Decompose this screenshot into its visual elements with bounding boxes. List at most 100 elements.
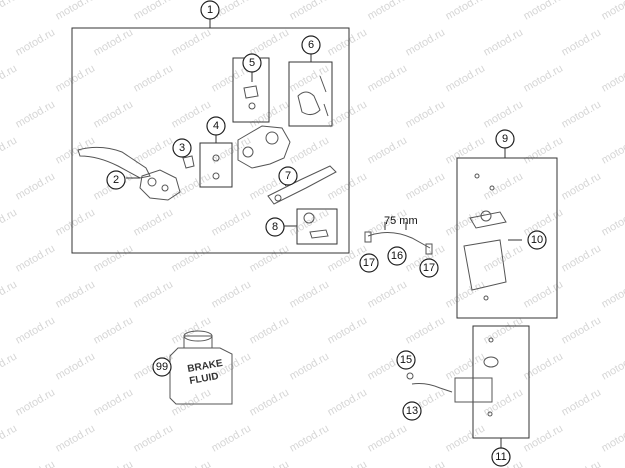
- callout-11: 11: [491, 447, 511, 467]
- watermark-text: motod.ru: [522, 278, 566, 310]
- watermark-text: motod.ru: [248, 386, 292, 418]
- reservoir-screw-b-part: [489, 185, 495, 191]
- callout-number: 4: [213, 120, 219, 132]
- callout-1: 1: [200, 0, 220, 20]
- watermark-text: motod.ru: [482, 170, 526, 202]
- watermark-text: motod.ru: [444, 278, 488, 310]
- callout-number: 2: [113, 174, 119, 186]
- watermark-text: motod.ru: [366, 134, 410, 166]
- callout-3: 3: [172, 138, 192, 158]
- watermark-text: motod.ru: [54, 0, 98, 23]
- callout-8: 8: [265, 217, 285, 237]
- kit-5-cap-part: [243, 85, 259, 99]
- watermark-text: motod.ru: [14, 170, 58, 202]
- reservoir-body-part: [463, 239, 507, 291]
- watermark-text: motod.ru: [560, 26, 604, 58]
- watermark-text: motod.ru: [92, 98, 136, 130]
- callout-circle: [278, 166, 298, 186]
- callout-15: 15: [396, 350, 416, 370]
- watermark-text: motod.ru: [210, 422, 254, 454]
- watermark-text: motod.ru: [170, 458, 214, 468]
- watermark-text: motod.ru: [288, 134, 332, 166]
- watermark-text: motod.ru: [14, 458, 58, 468]
- callout-13: 13: [402, 401, 422, 421]
- watermark-text: motod.ru: [366, 278, 410, 310]
- brake-switch-cable-part: [411, 383, 453, 393]
- watermark-text: motod.ru: [366, 0, 410, 23]
- callout-number: 6: [308, 39, 314, 51]
- kit-5-screw-part: [248, 102, 256, 110]
- reservoir-mount-part: [483, 295, 489, 301]
- kit-6-bolt-a-part: [319, 75, 327, 93]
- watermark-text: motod.ru: [0, 0, 19, 23]
- watermark-text: motod.ru: [444, 134, 488, 166]
- kit-8-cap-part: [303, 212, 315, 224]
- watermark-text: motod.ru: [326, 26, 370, 58]
- watermark-text: motod.ru: [522, 422, 566, 454]
- watermark-text: motod.ru: [54, 350, 98, 382]
- watermark-text: motod.ru: [444, 62, 488, 94]
- callout-9: 9: [495, 129, 515, 149]
- reservoir-hose-part: [367, 232, 431, 249]
- bottle-label-line-2: FLUID: [189, 371, 220, 387]
- watermark-text: motod.ru: [560, 170, 604, 202]
- callout-5: 5: [242, 53, 262, 73]
- watermark-text: motod.ru: [522, 350, 566, 382]
- watermark-text: motod.ru: [600, 278, 625, 310]
- kit-4-nut-part: [212, 172, 220, 180]
- lever-pivot-part: [139, 169, 181, 201]
- watermark-text: motod.ru: [444, 206, 488, 238]
- watermark-text: motod.ru: [248, 458, 292, 468]
- pivot-pin-part: [161, 184, 169, 192]
- watermark-text: motod.ru: [482, 98, 526, 130]
- cylinder-port-part: [242, 146, 254, 158]
- callout-circle: [359, 253, 379, 273]
- callout-number: 16: [391, 250, 403, 262]
- callout-number: 7: [285, 170, 291, 182]
- callout-number: 1: [207, 4, 213, 16]
- watermark-text: motod.ru: [288, 422, 332, 454]
- watermark-text: motod.ru: [132, 62, 176, 94]
- kit-6-clamp-part: [297, 91, 321, 116]
- watermark-text: motod.ru: [522, 134, 566, 166]
- watermark-text: motod.ru: [444, 422, 488, 454]
- watermark-text: motod.ru: [326, 386, 370, 418]
- brake-switch-part: [406, 372, 414, 380]
- watermark-text: motod.ru: [92, 242, 136, 274]
- callout-circle: [301, 35, 321, 55]
- brake-lever-part: [77, 146, 151, 179]
- watermark-text: motod.ru: [522, 0, 566, 23]
- callout-7: 7: [278, 166, 298, 186]
- callout-number: 5: [249, 57, 255, 69]
- watermark-text: motod.ru: [560, 458, 604, 468]
- callout-number: 99: [156, 361, 168, 373]
- callout-number: 3: [179, 142, 185, 154]
- watermark-text: motod.ru: [132, 206, 176, 238]
- reservoir-cap-part: [469, 211, 507, 229]
- watermark-text: motod.ru: [482, 26, 526, 58]
- watermark-text: motod.ru: [600, 134, 625, 166]
- callout-circle: [152, 357, 172, 377]
- callout-number: 9: [502, 133, 508, 145]
- watermark-text: motod.ru: [288, 350, 332, 382]
- watermark-text: motod.ru: [0, 422, 19, 454]
- watermark-text: motod.ru: [132, 0, 176, 23]
- watermark-text: motod.ru: [404, 458, 448, 468]
- watermark-text: motod.ru: [54, 278, 98, 310]
- callout-16: 16: [387, 246, 407, 266]
- watermark-text: motod.ru: [600, 62, 625, 94]
- watermark-text: motod.ru: [326, 458, 370, 468]
- assembly-9-frame: [456, 157, 558, 319]
- watermark-text: motod.ru: [0, 134, 19, 166]
- watermark-text: motod.ru: [210, 206, 254, 238]
- master-cylinder-body-part: [237, 125, 291, 169]
- watermark-text: motod.ru: [14, 386, 58, 418]
- callout-circle: [491, 447, 511, 467]
- callout-10: 10: [527, 230, 547, 250]
- hose-clamp-left-part: [364, 231, 372, 243]
- callout-number: 13: [406, 405, 418, 417]
- watermark-text: motod.ru: [248, 314, 292, 346]
- watermark-text: motod.ru: [600, 0, 625, 23]
- watermark-text: motod.ru: [482, 314, 526, 346]
